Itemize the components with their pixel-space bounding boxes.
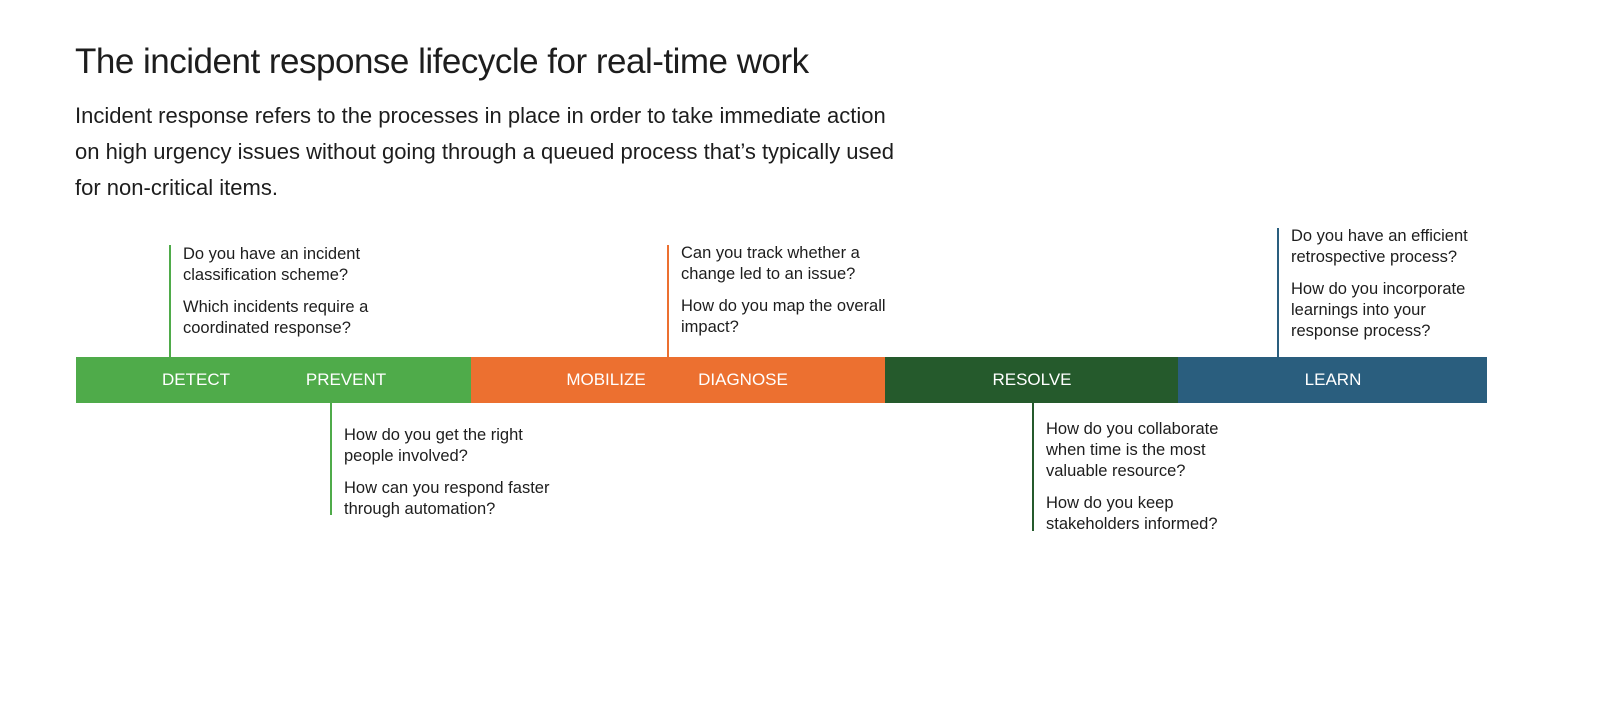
callout-question: Which incidents require a coordinated re…	[183, 298, 369, 337]
callout-question: How do you keep stakeholders informed?	[1046, 494, 1218, 533]
learn-callout: Do you have an efficient retrospective p…	[1291, 226, 1491, 353]
segment-green	[76, 357, 471, 403]
stage-diagnose: DIAGNOSE	[698, 370, 788, 389]
learn-connector	[1277, 228, 1279, 357]
stage-mobilize: MOBILIZE	[566, 370, 646, 389]
prevent-connector	[330, 403, 332, 515]
detect-callout: Do you have an incident classification s…	[183, 244, 443, 350]
diagnose-connector	[667, 245, 669, 357]
callout-question: How do you collaborate when time is the …	[1046, 420, 1219, 480]
callout-question: Do you have an incident classification s…	[183, 245, 361, 284]
subtitle: Incident response refers to the processe…	[75, 103, 895, 200]
segment-blue	[1178, 357, 1487, 403]
stage-prevent: PREVENT	[305, 370, 387, 389]
callout-question: Do you have an efficient retrospective p…	[1291, 227, 1468, 266]
callout-question: How can you respond faster through autom…	[344, 479, 550, 518]
diagnose-callout: Can you track whether a change led to an…	[681, 243, 891, 349]
stage-detect: DETECT	[162, 370, 230, 389]
segment-orange	[471, 357, 885, 403]
stage-learn: LEARN	[1304, 370, 1362, 389]
callout-question: How do you map the overall impact?	[681, 297, 886, 336]
prevent-callout: How do you get the right people involved…	[344, 425, 574, 531]
resolve-callout: How do you collaborate when time is the …	[1046, 419, 1251, 546]
detect-connector	[169, 245, 171, 357]
resolve-connector	[1032, 403, 1034, 531]
callout-question: How do you get the right people involved…	[344, 426, 523, 465]
segment-dark-green	[885, 357, 1178, 403]
callout-question: How do you incorporate learnings into yo…	[1291, 280, 1466, 340]
callout-question: Can you track whether a change led to an…	[681, 244, 860, 283]
stage-resolve: RESOLVE	[992, 370, 1072, 389]
page-title: The incident response lifecycle for real…	[75, 42, 809, 81]
